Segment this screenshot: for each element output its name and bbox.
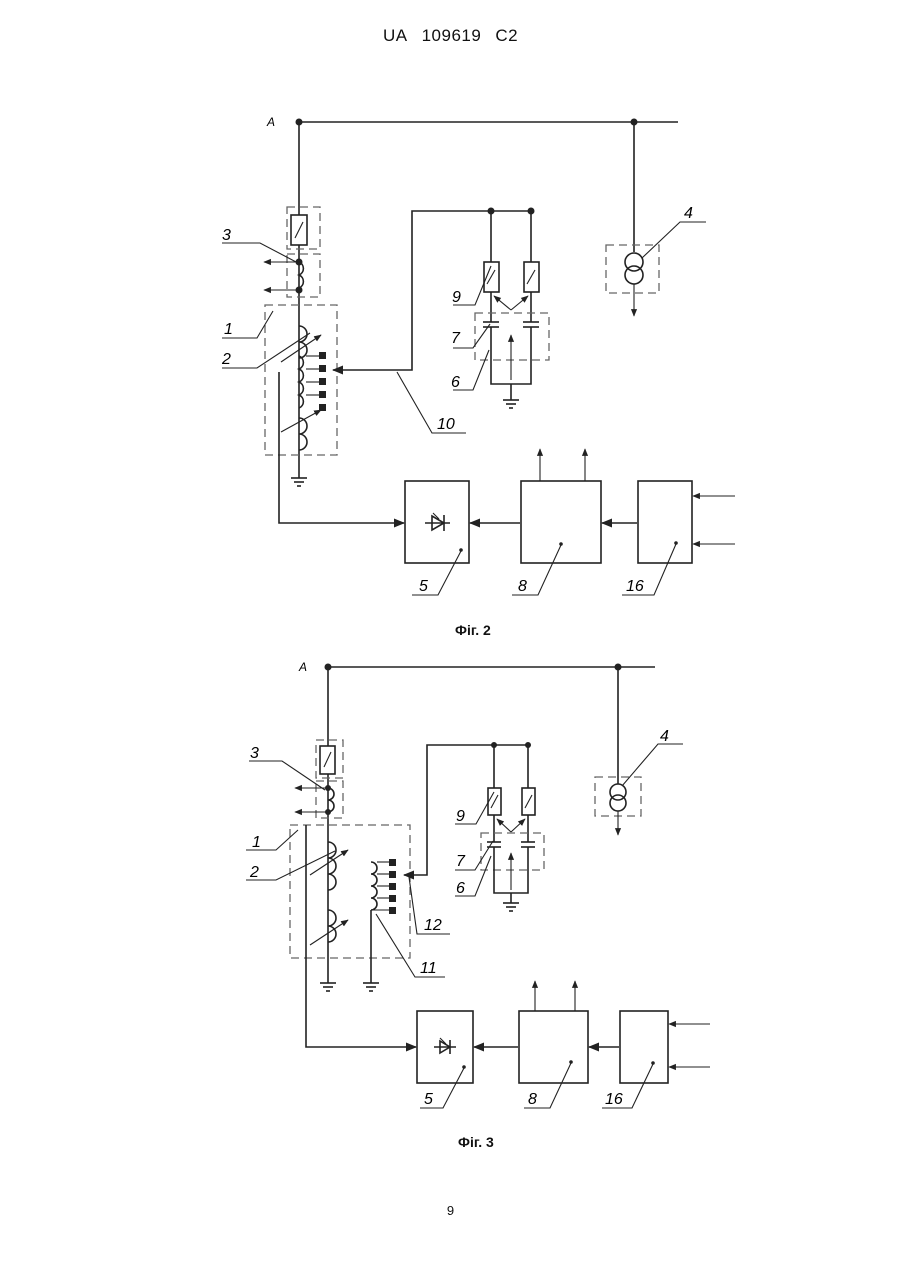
voltage-transformer-coil-bottom	[610, 795, 626, 811]
figure-3-diagram: A	[246, 660, 710, 1108]
tap-terminal-3	[319, 378, 326, 385]
tap-terminal-1	[319, 352, 326, 359]
label-8: 8	[528, 1091, 537, 1108]
capacitor-bank-frame	[481, 833, 544, 870]
label-12: 12	[424, 917, 442, 934]
label-16: 16	[605, 1091, 623, 1108]
tap-terminal-2	[319, 365, 326, 372]
tap-terminal-4	[319, 391, 326, 398]
reactor-frame	[290, 825, 410, 958]
label-3: 3	[222, 227, 231, 244]
label-9: 9	[452, 289, 461, 306]
reactor-variable-arrow-lower	[281, 410, 321, 432]
label-2: 2	[249, 864, 259, 881]
reactor-coil-upper	[299, 326, 307, 358]
leader-4	[622, 744, 683, 786]
figure-2-caption: Фіг. 2	[455, 622, 491, 638]
label-16: 16	[626, 578, 644, 595]
switch-drive-arrow-right	[511, 819, 525, 832]
label-2: 2	[221, 351, 231, 368]
label-4: 4	[684, 205, 693, 222]
tap-terminal-4	[389, 895, 396, 902]
node-a-label: A	[266, 115, 275, 129]
tap-terminal-3	[389, 883, 396, 890]
label-3: 3	[250, 745, 259, 762]
switch-drive-arrow-left	[497, 819, 511, 832]
label-9: 9	[456, 808, 465, 825]
label-7: 7	[456, 853, 466, 870]
reactor-coil-lower	[328, 910, 336, 942]
tap-terminal-1	[389, 859, 396, 866]
connection-10-line	[333, 211, 491, 370]
block-16-measurement	[638, 481, 692, 563]
capacitor-bank-frame	[475, 313, 549, 360]
connection-12-line	[404, 745, 494, 875]
label-1: 1	[252, 834, 261, 851]
figure-2-diagram: A	[221, 115, 735, 595]
leader-4	[642, 222, 706, 258]
node-a-label: A	[298, 660, 307, 674]
tap-terminal-5	[389, 907, 396, 914]
label-8: 8	[518, 578, 527, 595]
voltage-transformer-coil-bottom	[625, 266, 643, 284]
voltage-transformer-frame	[606, 245, 659, 293]
block-8-controller	[521, 481, 601, 563]
label-11: 11	[420, 960, 437, 977]
current-transformer-coil	[328, 788, 334, 812]
block-8-controller	[519, 1011, 588, 1083]
label-6: 6	[451, 374, 460, 391]
switch-drive-arrow-right	[511, 296, 528, 310]
leader-3	[249, 761, 325, 790]
page-number: 9	[0, 1203, 901, 1218]
label-7: 7	[451, 330, 461, 347]
reactor-coil-upper	[328, 842, 336, 890]
tap-terminal-2	[389, 871, 396, 878]
control-line-to-reactor	[306, 825, 416, 1047]
label-5: 5	[424, 1091, 433, 1108]
switch-drive-arrow-left	[494, 296, 511, 310]
label-10: 10	[437, 416, 455, 433]
label-6: 6	[456, 880, 465, 897]
secondary-winding-11	[371, 862, 377, 910]
figure-3-caption: Фіг. 3	[458, 1134, 494, 1150]
block-16-measurement	[620, 1011, 668, 1083]
label-4: 4	[660, 728, 669, 745]
reactor-coil-lower	[299, 418, 307, 450]
label-5: 5	[419, 578, 428, 595]
label-1: 1	[224, 321, 233, 338]
